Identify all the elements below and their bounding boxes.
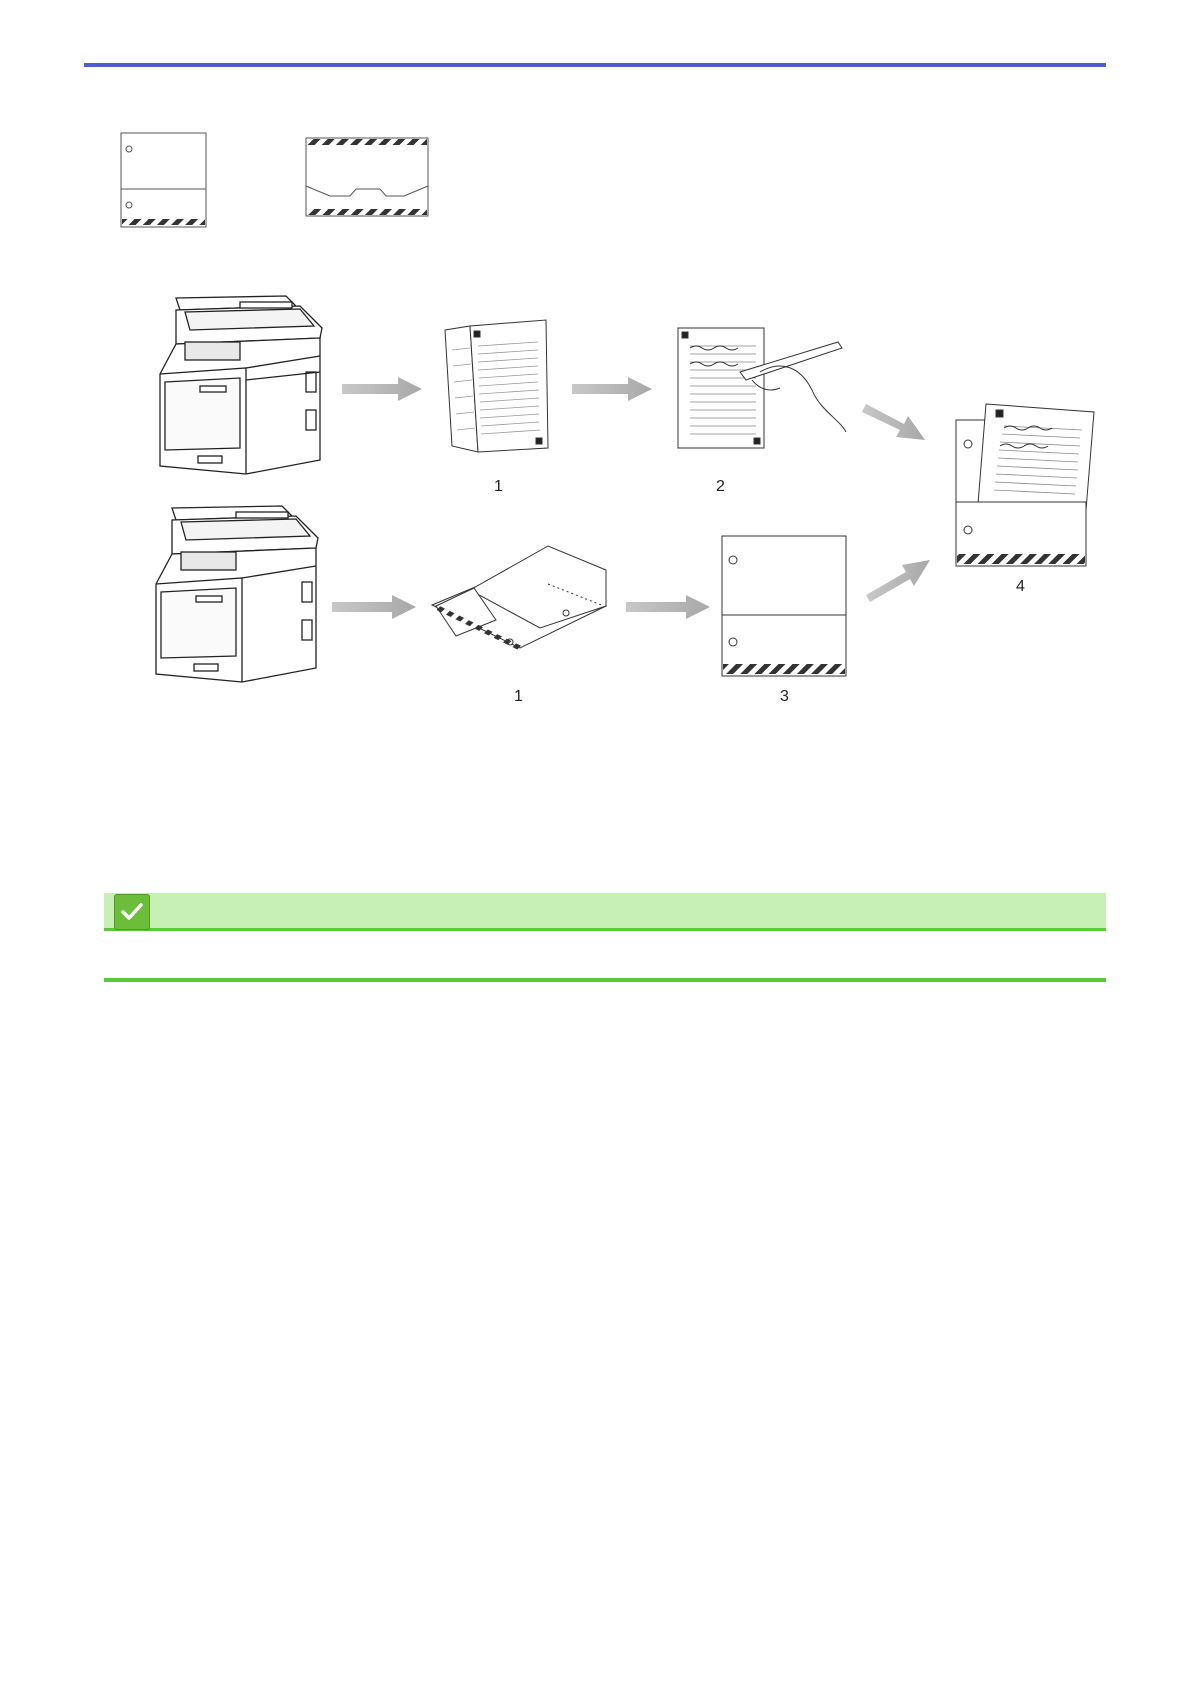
folder-with-pocket-icon	[722, 536, 846, 676]
folded-folder-sheet-icon	[432, 546, 606, 648]
step-label-1: 1	[494, 478, 503, 496]
step-label-4: 4	[1016, 578, 1025, 596]
step-label-2: 2	[716, 478, 725, 496]
section-end-rule	[104, 978, 1106, 982]
workflow-illustration	[0, 0, 1192, 720]
step-label-1: 1	[514, 688, 523, 706]
handwriting-icon	[678, 328, 846, 448]
printer-icon	[156, 506, 318, 682]
checkmark-icon	[114, 894, 150, 930]
printer-icon	[160, 296, 322, 474]
related-information-underline	[104, 928, 1106, 931]
tab-folder-icon	[306, 138, 428, 216]
booklet-pages-icon	[445, 320, 548, 452]
folder-with-pocket-icon	[121, 133, 206, 227]
assembled-folder-icon	[956, 404, 1094, 566]
step-label-3: 3	[780, 688, 789, 706]
related-information-bar	[104, 893, 1106, 931]
